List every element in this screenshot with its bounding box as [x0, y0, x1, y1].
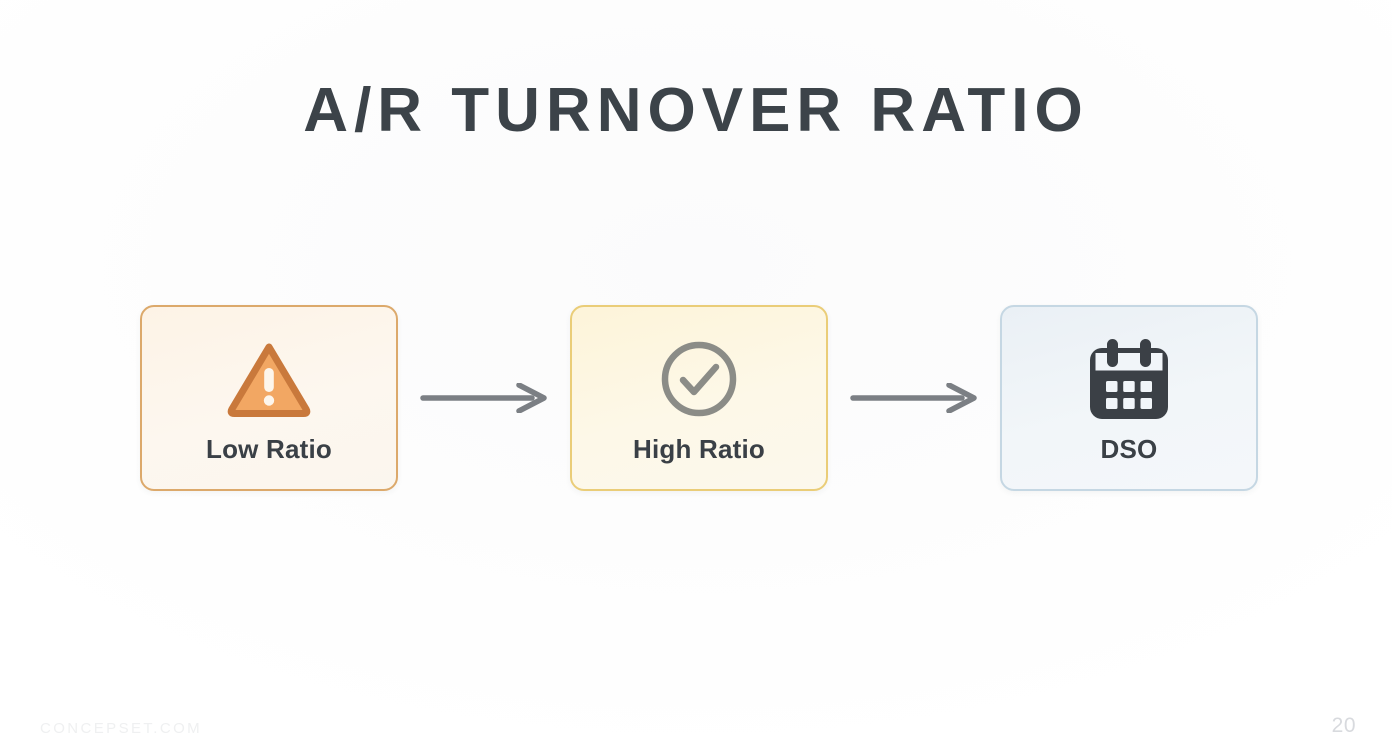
flow-card-label: High Ratio: [633, 434, 765, 464]
arrow-right-icon-1: [419, 381, 549, 415]
warning-triangle-icon: [227, 336, 311, 422]
calendar-icon: [1085, 336, 1173, 422]
check-circle-icon: [658, 336, 740, 422]
arrow-right-icon-2: [849, 381, 979, 415]
flow-card-high-ratio[interactable]: High Ratio: [570, 305, 828, 491]
flow-card-dso[interactable]: DSO: [1000, 305, 1258, 491]
flow-card-label: DSO: [1100, 434, 1158, 464]
flow-card-label: Low Ratio: [205, 434, 332, 464]
watermark: CONCEPSET.COM: [40, 720, 203, 737]
page-number: 20: [1331, 714, 1356, 737]
flow-card-low-ratio[interactable]: Low Ratio: [140, 305, 398, 491]
process-flow: Low Ratio High Ratio: [140, 305, 1258, 491]
page-title: A/R TURNOVER RATIO: [303, 76, 1089, 145]
